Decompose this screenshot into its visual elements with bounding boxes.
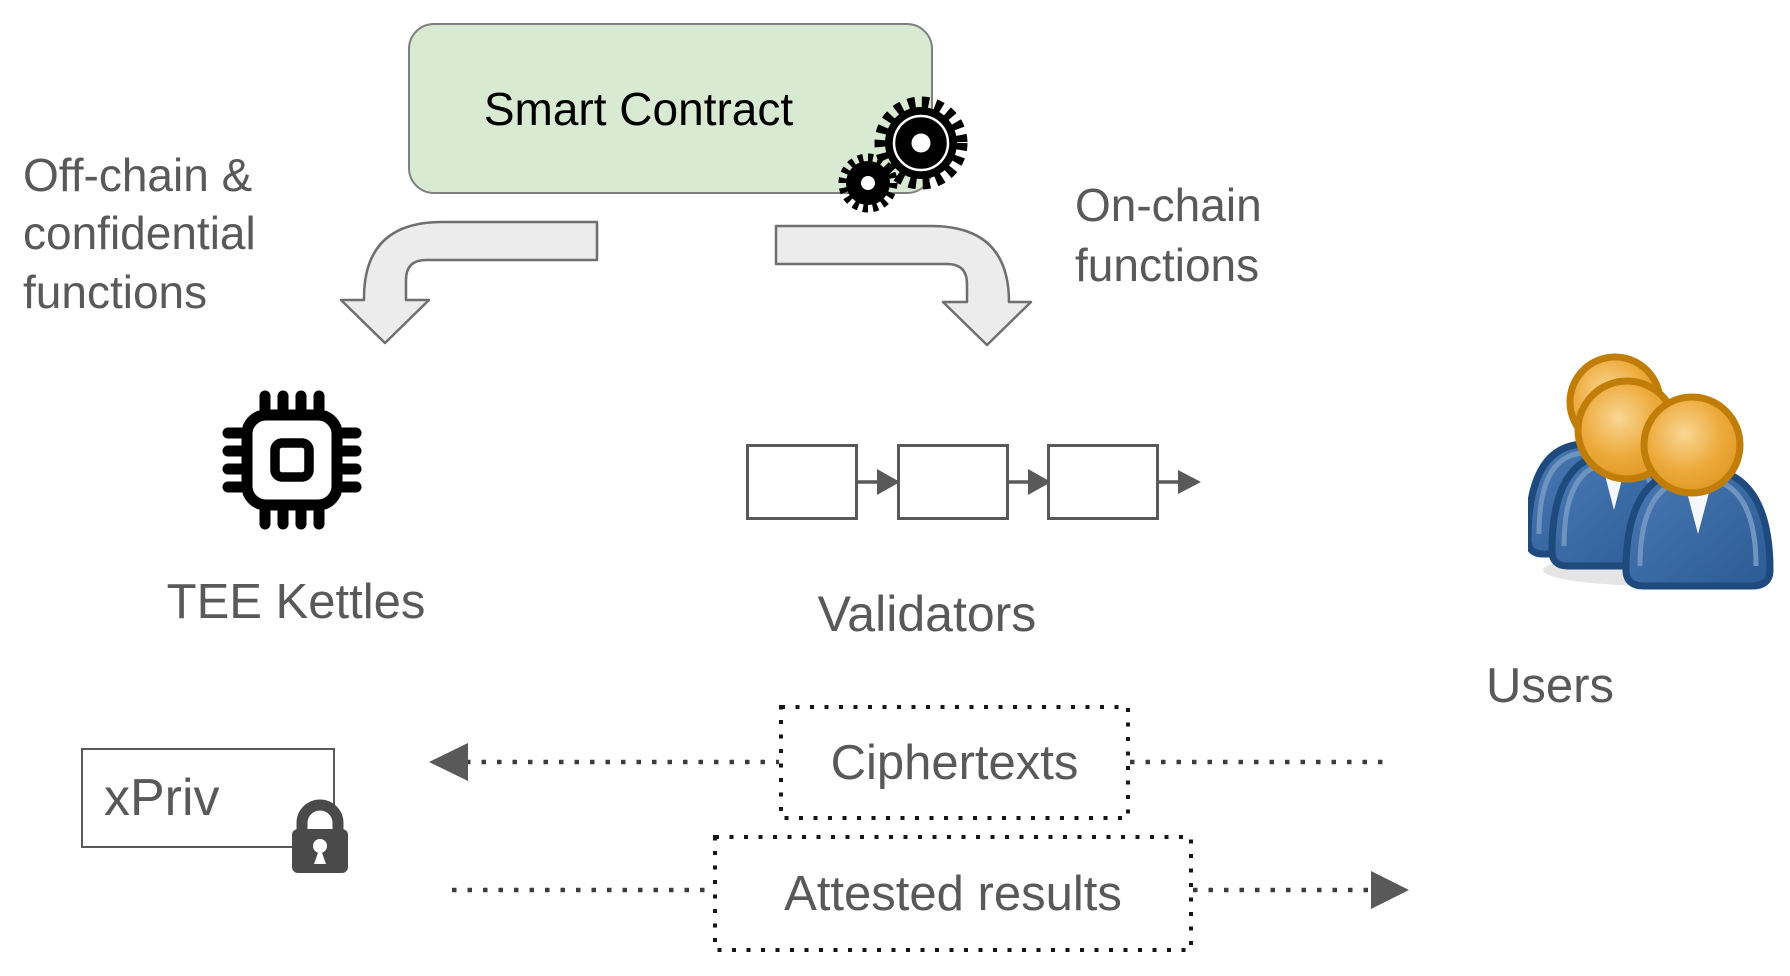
onchain-elbow-arrow — [774, 224, 1033, 347]
blockchain-block — [746, 444, 858, 520]
users-label: Users — [1486, 659, 1614, 713]
onchain-label-line1: On-chain — [1075, 179, 1262, 231]
large-gear — [874, 96, 968, 190]
cpu-chip-icon — [222, 390, 362, 530]
tee-kettles-label: TEE Kettles — [166, 575, 426, 629]
offchain-functions-label: Off-chain & confidential functions — [23, 146, 256, 321]
blockchain-block — [897, 444, 1009, 520]
padlock-icon — [292, 799, 348, 873]
xpriv-label: xPriv — [104, 769, 220, 827]
smart-contract-label: Smart Contract — [483, 82, 794, 135]
offchain-label-line3: functions — [23, 265, 208, 318]
onchain-functions-label: On-chain functions — [1075, 176, 1262, 296]
smart-contract-box: Smart Contract — [408, 23, 933, 194]
attested-results-label: Attested results — [784, 866, 1122, 921]
ciphertexts-arrowhead-left — [429, 743, 468, 781]
validators-label: Validators — [817, 586, 1037, 642]
user-front-head — [1640, 393, 1744, 497]
offchain-elbow-arrow — [339, 220, 599, 345]
offchain-label-line2: confidential — [23, 207, 256, 260]
users-group-icon — [1528, 353, 1774, 590]
offchain-label-line1: Off-chain & — [23, 149, 253, 201]
blockchain-block — [1047, 444, 1159, 520]
attested-arrowhead-right — [1371, 871, 1409, 909]
xpriv-key-box: xPriv — [81, 748, 335, 848]
small-gear — [838, 153, 898, 213]
gears-icon — [838, 96, 968, 213]
onchain-label-line2: functions — [1075, 238, 1260, 291]
ciphertexts-label: Ciphertexts — [830, 735, 1079, 790]
